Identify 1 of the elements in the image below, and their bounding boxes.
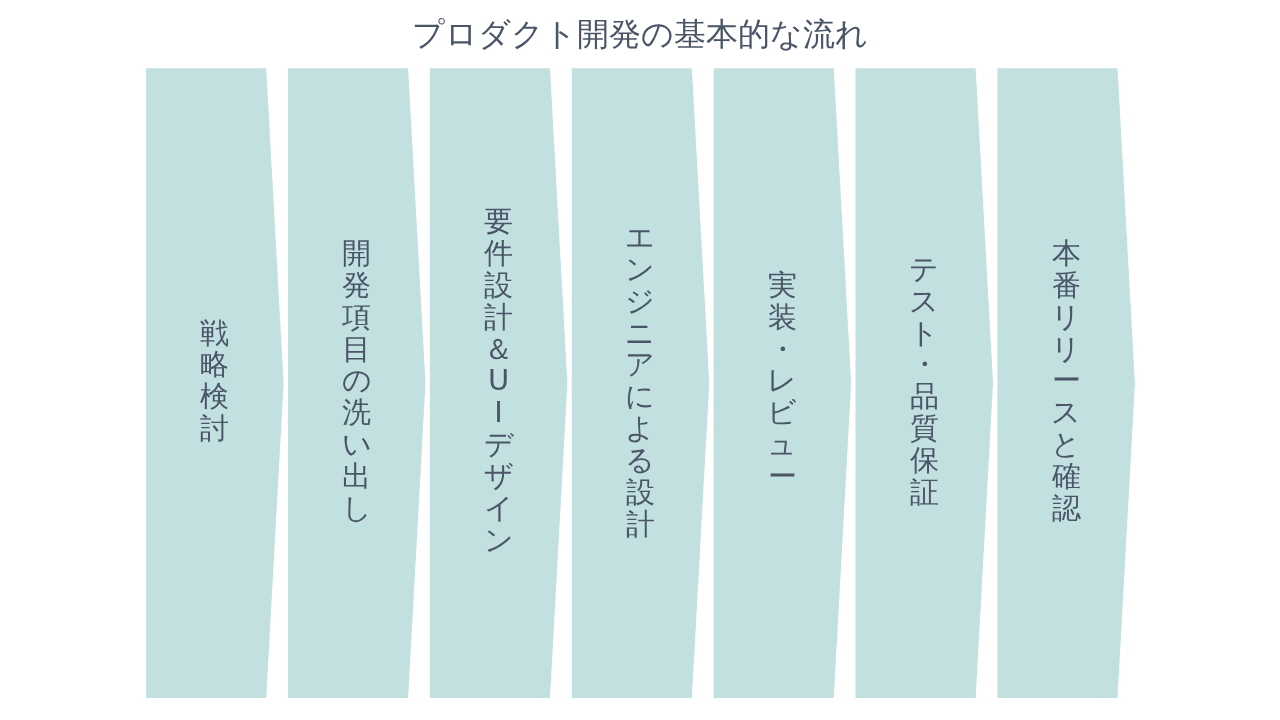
diagram-title: プロダクト開発の基本的な流れ [412,15,868,54]
